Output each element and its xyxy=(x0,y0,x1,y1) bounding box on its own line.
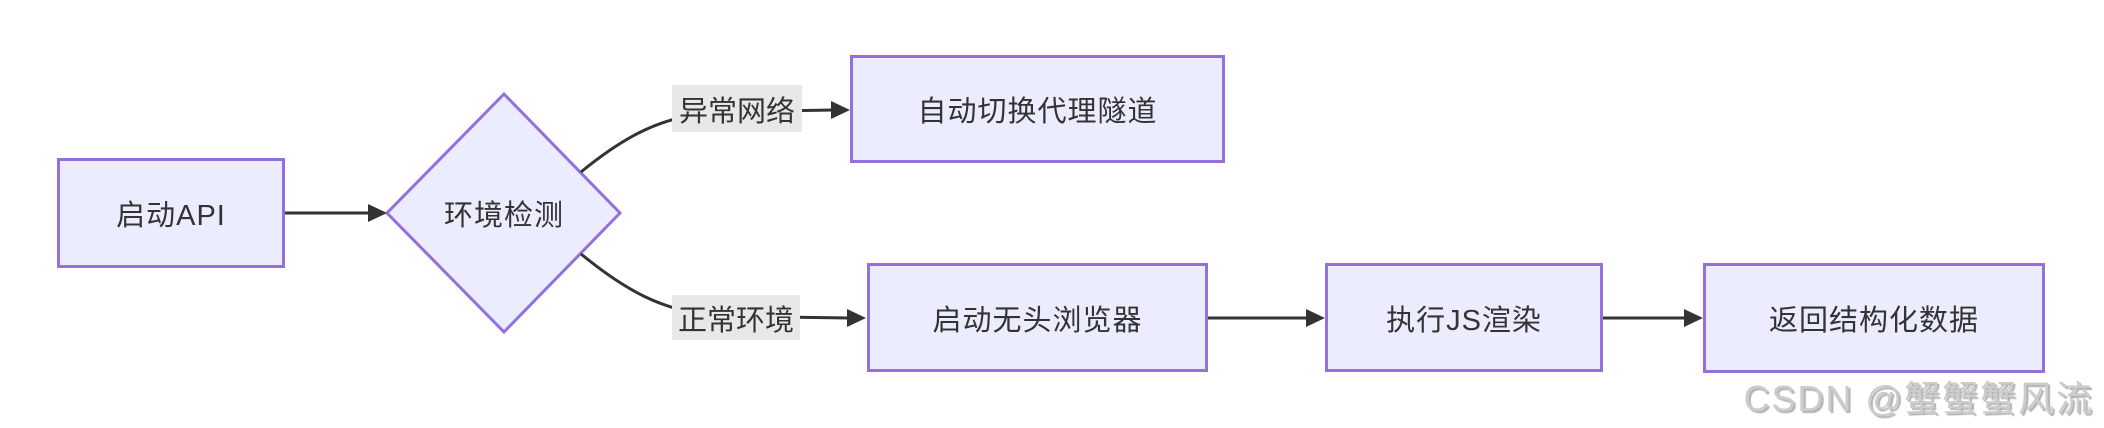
edge-label-normal-environment: 正常环境 xyxy=(672,295,800,340)
node-switch-proxy-tunnel: 自动切换代理隧道 xyxy=(850,55,1225,163)
arrowhead-decision-headless xyxy=(847,309,866,327)
edge-label-abnormal-network: 异常网络 xyxy=(672,85,802,132)
edge-label-abnormal-network-text: 异常网络 xyxy=(678,95,795,128)
edge-label-normal-environment-text: 正常环境 xyxy=(677,304,794,337)
arrowhead-jsrender-returndata xyxy=(1684,309,1703,327)
node-return-structured-data: 返回结构化数据 xyxy=(1703,263,2045,373)
decision-node-shape xyxy=(384,91,623,335)
arrowhead-headless-jsrender xyxy=(1306,309,1325,327)
arrowhead-decision-proxy xyxy=(831,101,850,119)
node-return-structured-data-label: 返回结构化数据 xyxy=(1768,305,1979,337)
node-start-api: 启动API xyxy=(57,158,285,268)
node-launch-headless-browser-label: 启动无头浏览器 xyxy=(932,304,1143,337)
arrowhead-start-decision xyxy=(368,204,387,222)
node-execute-js-render-label: 执行JS渲染 xyxy=(1386,304,1542,337)
node-execute-js-render: 执行JS渲染 xyxy=(1325,263,1603,372)
csdn-watermark: CSDN @蟹蟹蟹风流 xyxy=(1743,378,2094,419)
node-launch-headless-browser: 启动无头浏览器 xyxy=(867,263,1208,372)
node-switch-proxy-tunnel-label: 自动切换代理隧道 xyxy=(917,96,1158,128)
node-start-api-label: 启动API xyxy=(116,200,226,232)
